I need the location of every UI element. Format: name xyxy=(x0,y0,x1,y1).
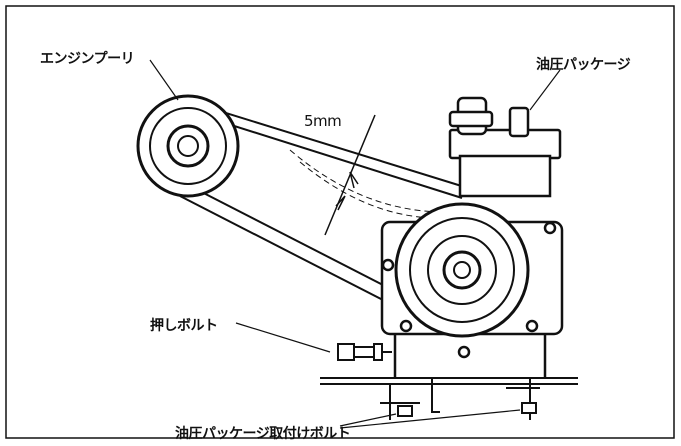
push-bolt xyxy=(337,343,392,361)
deflection-label: 5mm xyxy=(304,112,342,130)
leader-lines xyxy=(149,59,561,429)
base-frame xyxy=(320,377,578,420)
mounting-bolts xyxy=(397,402,537,417)
deflection-indicator xyxy=(324,114,376,236)
engine-pulley xyxy=(136,94,240,198)
hydraulic-package-label: 油圧パッケージ xyxy=(536,57,631,73)
engine-pulley-label: エンジンプーリ xyxy=(40,51,135,67)
hydraulic-pulley xyxy=(394,202,530,338)
diagram-border xyxy=(5,5,675,439)
mounting-bolt-label: 油圧パッケージ取付けボルト xyxy=(175,426,351,442)
push-bolt-label: 押しボルト xyxy=(150,318,218,334)
